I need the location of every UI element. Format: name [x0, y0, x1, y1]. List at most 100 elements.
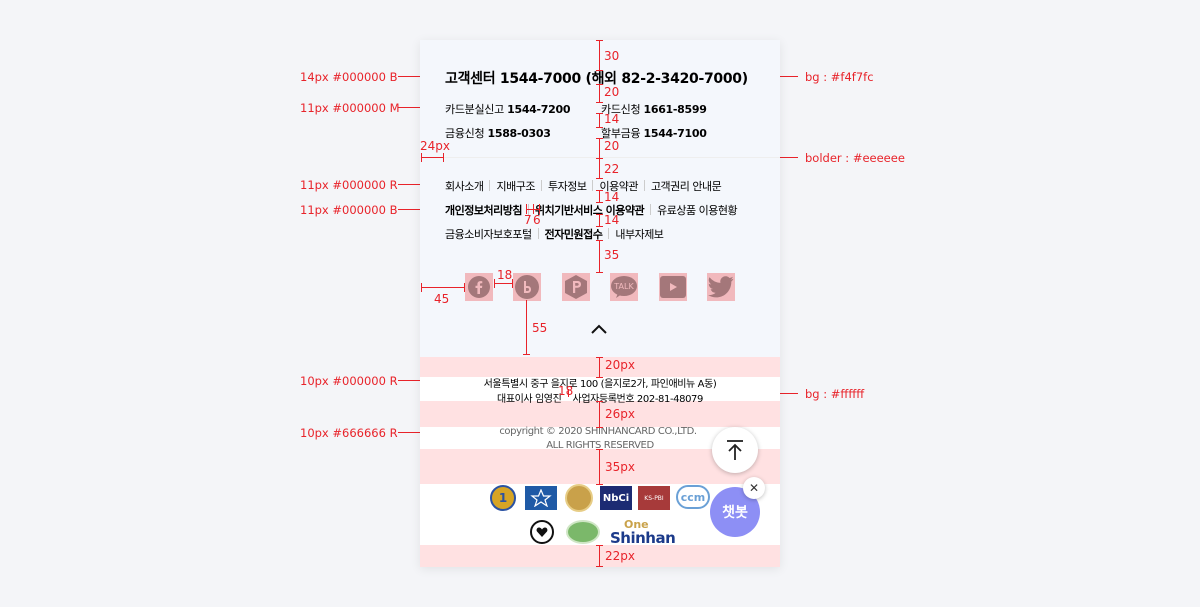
- ceo-name: 대표이사 임영진: [497, 394, 562, 405]
- measure-tick: [596, 178, 603, 179]
- footer-links-row-3: 금융소비자보호포털 전자민원접수 내부자제보: [445, 226, 664, 242]
- measure-18b: 18: [558, 384, 574, 398]
- measure-line: [599, 545, 600, 567]
- measure-line: [599, 113, 600, 127]
- link-whistleblow[interactable]: 내부자제보: [615, 228, 664, 241]
- measure-tick: [596, 70, 603, 71]
- measure-tick: [596, 272, 603, 273]
- one-shinhan-logo: One Shinhan: [610, 518, 680, 548]
- cert-nbci-badge: NbCi: [600, 486, 632, 510]
- measure-tick: [596, 240, 603, 241]
- sns-facebook[interactable]: [465, 273, 493, 301]
- link-customer-rights[interactable]: 고객권리 안내문: [650, 180, 722, 193]
- measure-45: 45: [434, 292, 450, 306]
- annotation-address-spec: 10px #000000 R: [300, 374, 398, 388]
- chatbot-close-icon[interactable]: ✕: [743, 477, 765, 499]
- sns-kakaotalk[interactable]: TALK: [610, 273, 638, 301]
- link-terms[interactable]: 이용약관: [599, 180, 638, 193]
- measure-14a: 14: [604, 112, 620, 126]
- phone-item-lost-card[interactable]: 카드분실신고 1544-7200: [445, 101, 571, 117]
- measure-tick: [494, 279, 495, 288]
- phone-item-card-apply[interactable]: 카드신청 1661-8599: [601, 101, 707, 117]
- measure-tick: [523, 354, 530, 355]
- measure-line: [526, 209, 539, 210]
- measure-6: 6: [533, 213, 541, 227]
- link-paid-products[interactable]: 유료상품 이용현황: [657, 204, 738, 217]
- cert-gold-seal: [565, 484, 593, 512]
- mobile-footer: 고객센터 1544-7000 (해외 82-2-3420-7000) 카드분실신…: [420, 40, 780, 567]
- phone-number: 1661-8599: [643, 103, 707, 116]
- measure-22px: 22px: [605, 549, 635, 563]
- cert-ccm-badge: ccm: [676, 485, 710, 509]
- measure-20a: 20: [604, 85, 620, 99]
- collapse-chevron-up-icon[interactable]: [590, 322, 608, 340]
- measure-line: [539, 204, 540, 214]
- sns-blog[interactable]: [513, 273, 541, 301]
- phone-label: 카드분실신고: [445, 103, 504, 116]
- measure-tick: [464, 283, 465, 292]
- star-icon: [530, 489, 552, 507]
- measure-7: 7: [524, 213, 532, 227]
- spacing-highlight: [420, 401, 780, 427]
- measure-line: [599, 357, 600, 377]
- annotation-line: [398, 209, 440, 210]
- sns-post[interactable]: [562, 273, 590, 301]
- link-consumer-portal[interactable]: 금융소비자보호포털: [445, 228, 532, 241]
- cert-heart-badge: [530, 520, 554, 544]
- cert-star-badge: [525, 486, 557, 510]
- measure-tick: [596, 427, 603, 428]
- measure-line: [599, 158, 600, 178]
- link-company-intro[interactable]: 회사소개: [445, 180, 484, 193]
- measure-tick: [596, 566, 603, 567]
- measure-tick: [421, 283, 422, 292]
- measure-26px: 26px: [605, 407, 635, 421]
- spacing-highlight: [420, 357, 780, 377]
- measure-tick: [596, 84, 603, 85]
- annotation-line: [398, 76, 440, 77]
- link-e-complaint[interactable]: 전자민원접수: [544, 228, 603, 241]
- measure-line: [599, 449, 600, 484]
- scroll-to-top-button[interactable]: [712, 427, 758, 473]
- phone-number: 1544-7200: [507, 103, 571, 116]
- annotation-title-spec: 14px #000000 B: [300, 70, 398, 84]
- link-governance[interactable]: 지배구조: [496, 180, 535, 193]
- measure-20px: 20px: [605, 358, 635, 372]
- measure-line: [599, 214, 600, 226]
- measure-55: 55: [532, 321, 548, 335]
- talk-icon: TALK: [611, 276, 637, 298]
- measure-line: [421, 287, 464, 288]
- business-number: 사업자등록번호 202-81-48079: [572, 394, 704, 405]
- measure-20b: 20: [604, 139, 620, 153]
- cert-kspbi-badge: KS-PBI: [638, 486, 670, 510]
- measure-line: [526, 300, 527, 354]
- phone-item-finance-apply[interactable]: 금융신청 1588-0303: [445, 125, 551, 141]
- measure-tick: [596, 190, 603, 191]
- twitter-icon: [708, 276, 734, 298]
- measure-35px: 35px: [605, 460, 635, 474]
- phone-item-installment[interactable]: 할부금융 1544-7100: [601, 125, 707, 141]
- footer-links-row-2: 개인정보처리방침 위치기반서비스 이용약관 유료상품 이용현황: [445, 202, 738, 218]
- measure-tick: [512, 279, 513, 288]
- sns-youtube[interactable]: [659, 273, 687, 301]
- link-privacy-policy[interactable]: 개인정보처리방침: [445, 204, 522, 217]
- copyright: copyright © 2020 SHINHANCARD CO.,LTD.: [499, 426, 697, 437]
- phone-label: 할부금융: [601, 127, 641, 140]
- customer-center-title[interactable]: 고객센터 1544-7000 (해외 82-2-3420-7000): [445, 71, 748, 87]
- link-location-terms[interactable]: 위치기반서비스 이용약관: [534, 204, 645, 217]
- link-investor-info[interactable]: 투자정보: [547, 180, 587, 193]
- cert-label: ccm: [680, 490, 706, 504]
- measure-line: [599, 138, 600, 158]
- logo-shinhan-text: Shinhan: [610, 529, 676, 547]
- cert-green-badge: [566, 520, 600, 544]
- measure-tick: [596, 401, 603, 402]
- cert-label: NbCi: [602, 492, 630, 504]
- sns-twitter[interactable]: [707, 273, 735, 301]
- company-address: 서울특별시 중구 을지로 100 (을지로2가, 파인애비뉴 A동): [483, 379, 717, 390]
- annotation-copyright-spec: 10px #666666 R: [300, 426, 398, 440]
- annotation-bg-top: bg : #f4f7fc: [805, 70, 874, 84]
- measure-14c: 14: [604, 213, 620, 227]
- post-icon: [565, 275, 587, 299]
- measure-30: 30: [604, 49, 620, 63]
- facebook-icon: [468, 276, 490, 298]
- all-rights-reserved: ALL RIGHTS RESERVED: [546, 440, 654, 451]
